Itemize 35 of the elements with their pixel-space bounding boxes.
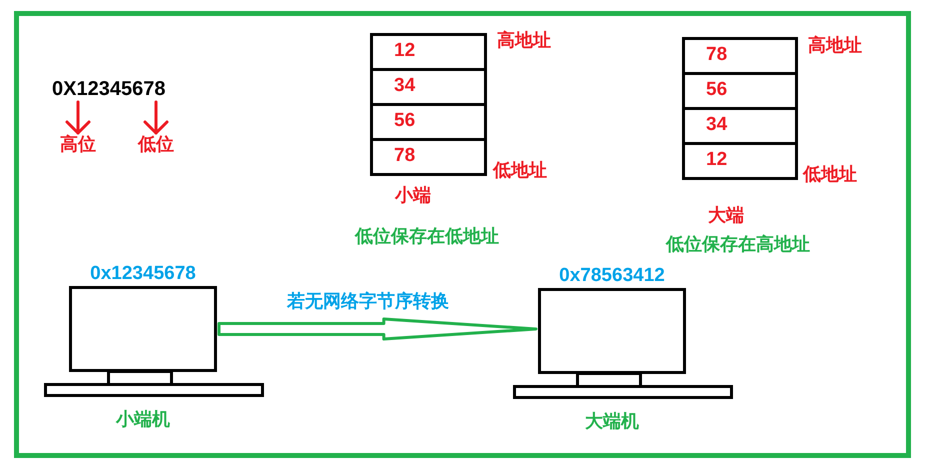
memory-cell [370,33,487,71]
memory-cell [682,37,798,75]
note-text: 低位保存在高地址 [666,234,810,256]
arrow [218,318,538,340]
memory-cell [682,72,798,110]
byte-value: 34 [394,75,416,98]
address-label: 高地址 [808,35,862,57]
byte-value: 56 [394,110,416,133]
address-label: 高地址 [497,30,551,52]
edge-label: 若无网络字节序转换 [286,291,449,313]
memory-cell [370,103,487,141]
memory-cell [682,142,798,180]
hex-value: 0x12345678 [90,263,196,286]
arrow [66,100,90,134]
bit-order-label: 低位 [138,134,174,156]
arrow [144,100,168,134]
memory-cell [682,107,798,145]
memory-cell [370,138,487,176]
address-label: 低地址 [803,164,857,186]
byte-value: 12 [706,149,728,172]
note-text: 低位保存在低地址 [355,226,499,248]
byte-value: 56 [706,79,728,102]
byte-value: 78 [394,145,416,168]
hex-value: 0X12345678 [52,77,166,101]
endianness-label: 大端 [708,205,744,227]
hex-value: 0x78563412 [559,265,665,288]
byte-value: 78 [706,44,728,67]
byte-value: 12 [394,40,416,63]
byte-value: 34 [706,114,728,137]
machine-caption: 大端机 [585,411,639,433]
bit-order-label: 高位 [60,134,96,156]
machine-caption: 小端机 [116,409,170,431]
memory-cell [370,68,487,106]
endianness-label: 小端 [395,185,431,207]
address-label: 低地址 [493,160,547,182]
